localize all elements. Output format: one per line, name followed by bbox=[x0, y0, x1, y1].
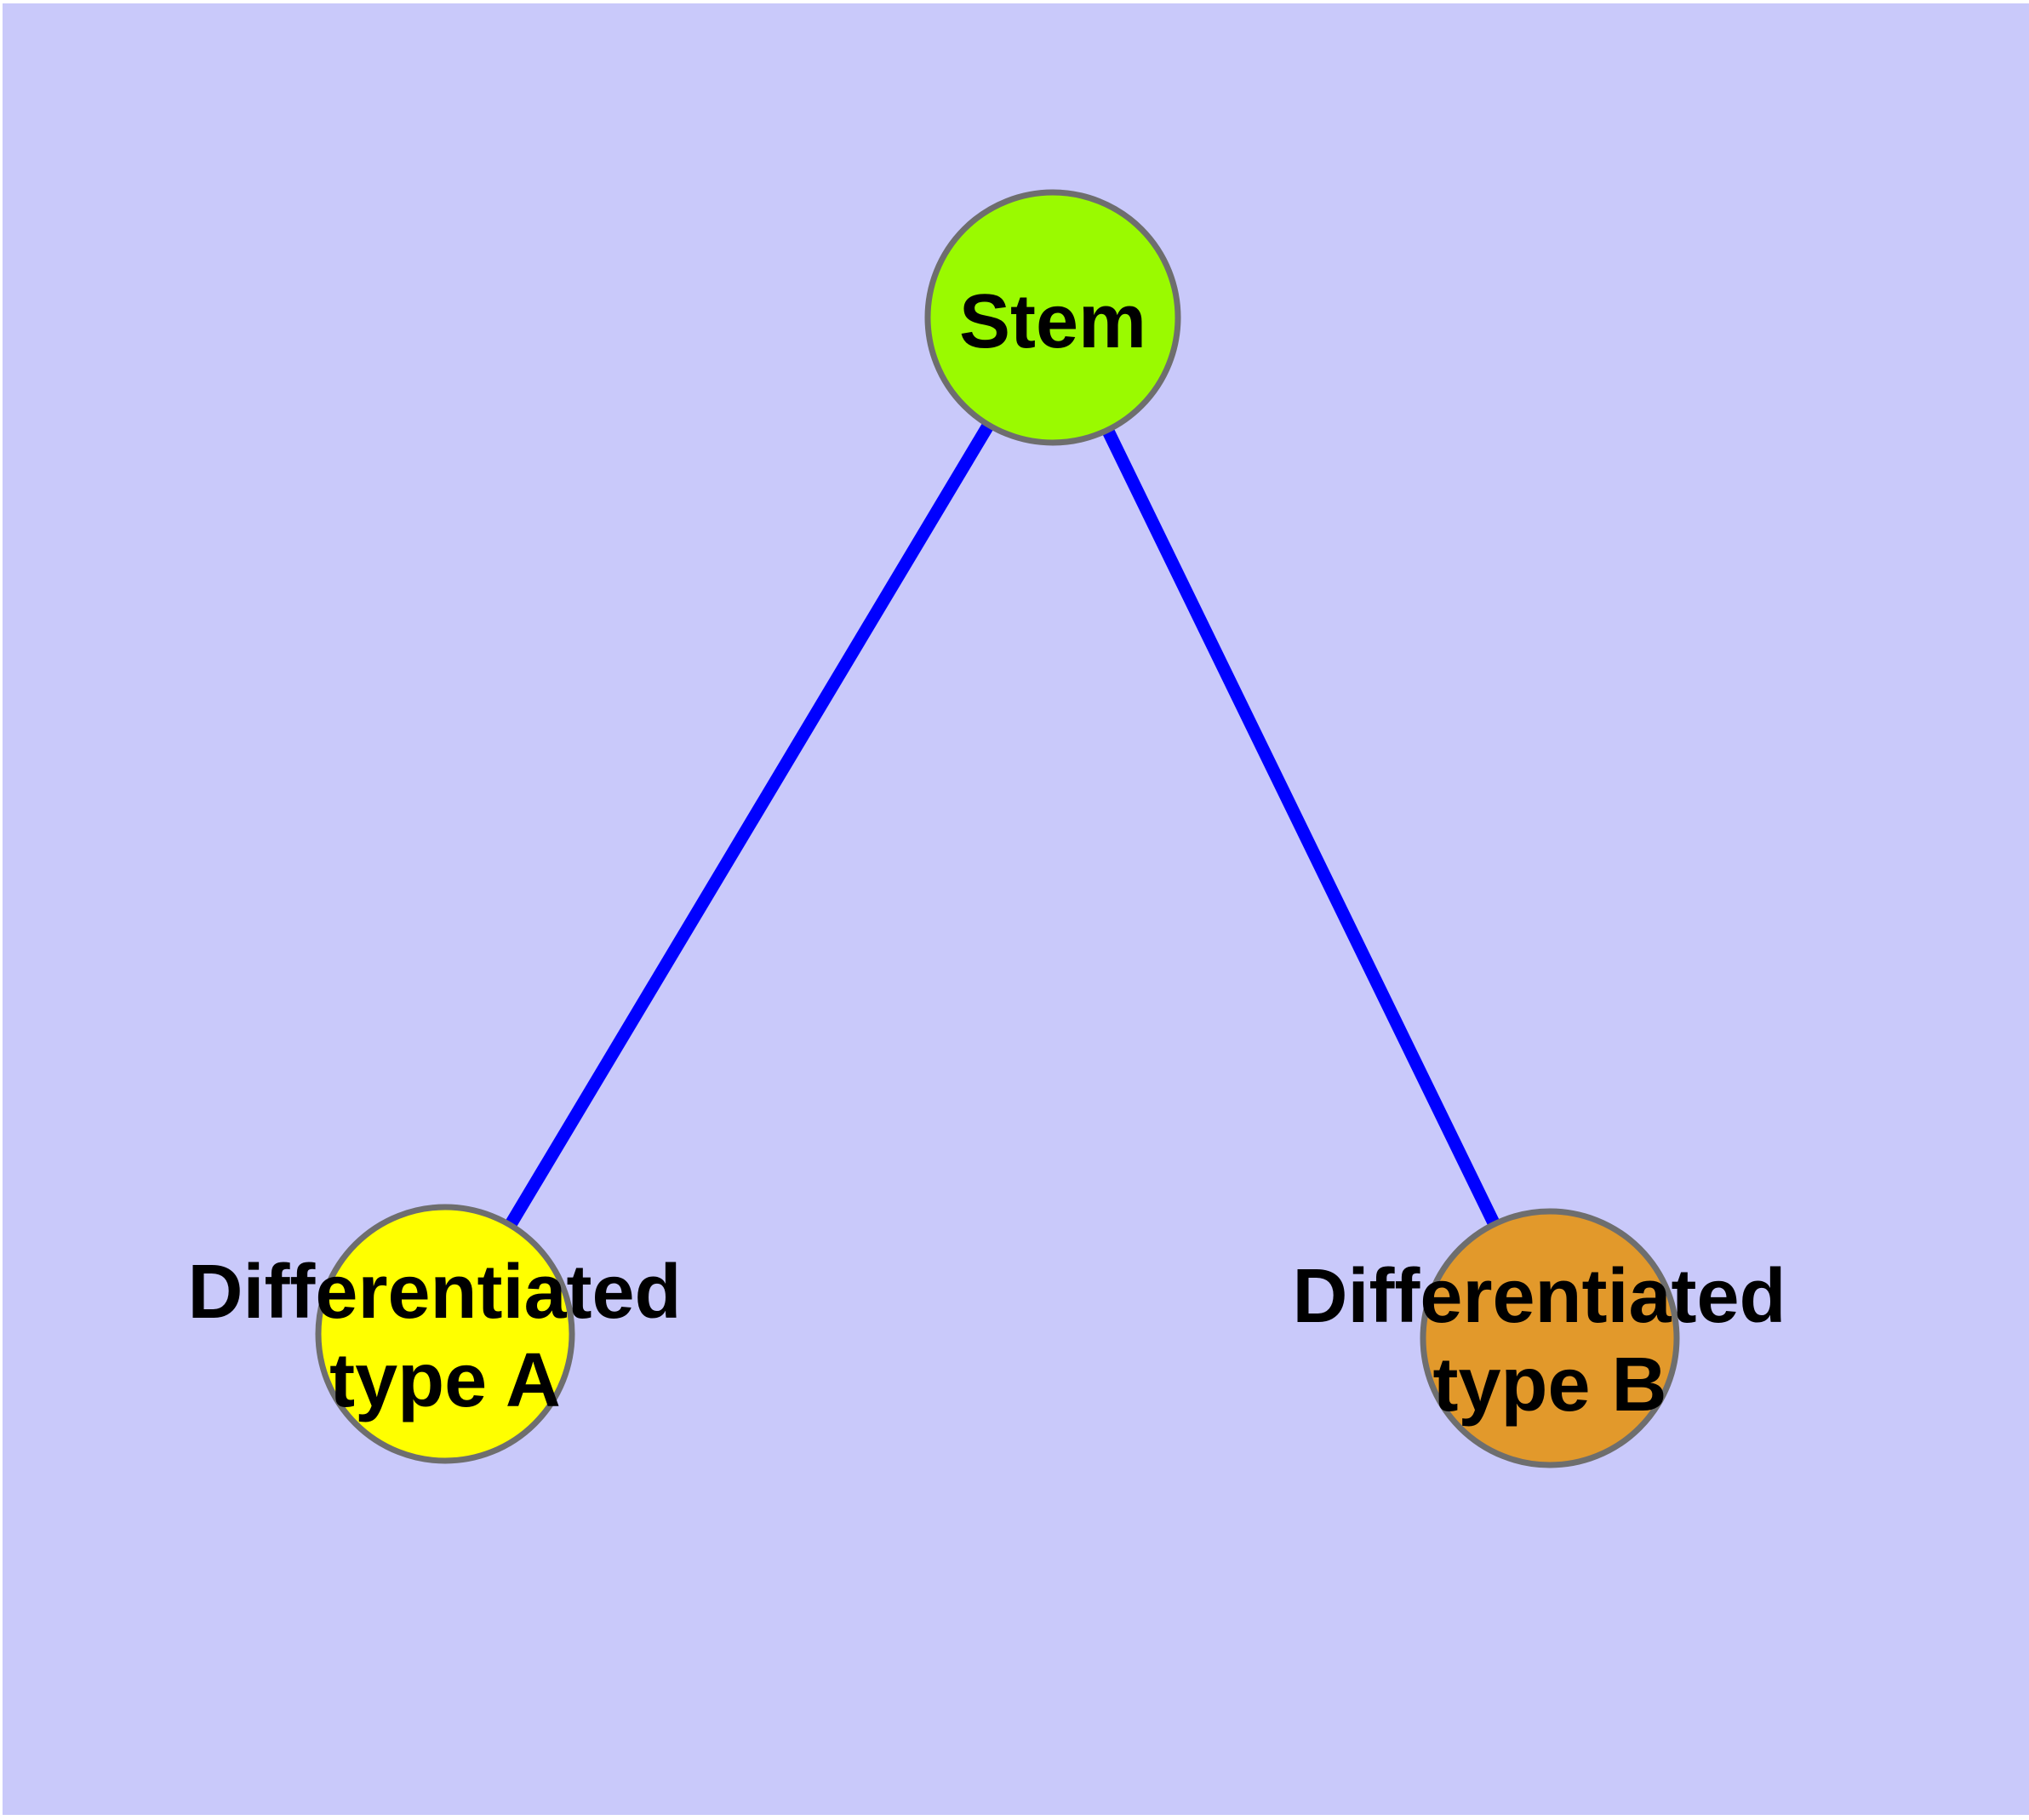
node-typeB-label: Differentiated type B bbox=[1292, 1254, 1807, 1428]
node-typeB-label-line2: type B bbox=[1432, 1342, 1666, 1428]
node-typeB-label-line1: Differentiated bbox=[1292, 1254, 1786, 1339]
node-typeB-circle bbox=[1420, 1208, 1680, 1468]
node-typeA-label-line1: Differentiated bbox=[187, 1250, 681, 1335]
node-differentiated-type-b: Differentiated type B bbox=[1292, 1208, 1807, 1468]
node-stem: Stem bbox=[924, 189, 1181, 446]
node-typeA-circle bbox=[315, 1204, 575, 1464]
edge-stem-to-typeA bbox=[439, 314, 1059, 1337]
node-typeA-label-line2: type A bbox=[329, 1338, 561, 1423]
node-stem-circle bbox=[924, 189, 1181, 446]
edge-stem-to-typeB bbox=[1047, 314, 1556, 1342]
node-typeA-label: Differentiated type A bbox=[187, 1250, 702, 1423]
node-differentiated-type-a: Differentiated type A bbox=[187, 1204, 702, 1464]
node-stem-label: Stem bbox=[959, 279, 1146, 364]
